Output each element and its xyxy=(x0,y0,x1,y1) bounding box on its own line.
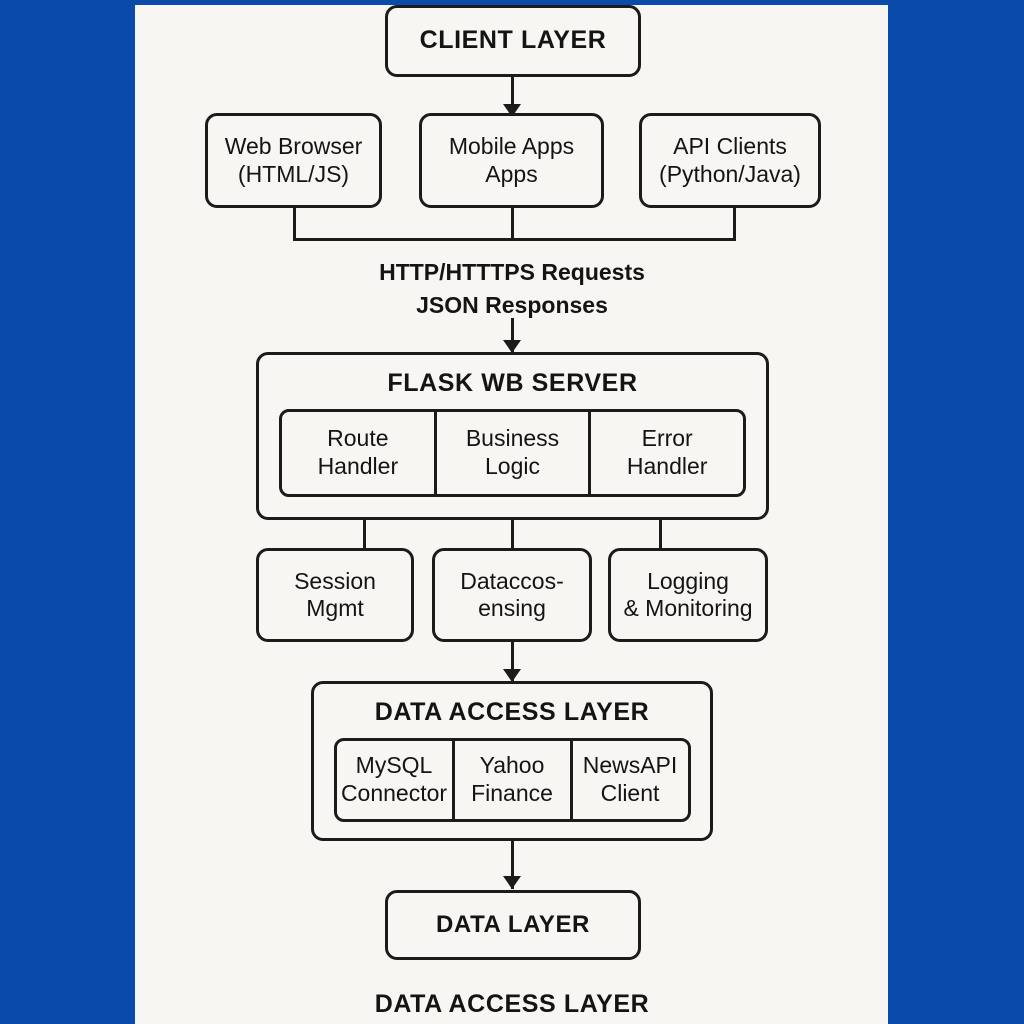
edge-client-to-mobile xyxy=(511,77,514,113)
client-box-mobile-apps-line1: Mobile Apps xyxy=(448,133,575,160)
service-box-logging-monitoring[interactable]: Logging & Monitoring xyxy=(608,548,768,642)
client-box-web-browser-line1: Web Browser xyxy=(224,133,363,160)
edge-client-bus xyxy=(293,238,736,241)
flask-component-route-handler[interactable]: Route Handler xyxy=(282,411,437,494)
flask-server-box[interactable]: FLASK WB SERVER Route Handler Business L… xyxy=(256,352,769,520)
edge-bus-to-flask xyxy=(511,318,514,352)
arrowhead-services-to-dal xyxy=(503,669,521,682)
edge-api-clients-drop xyxy=(733,208,736,241)
data-access-layer-connectors: MySQL Connector Yahoo Finance NewsAPI Cl… xyxy=(333,737,691,822)
data-access-layer-label: DATA ACCESS LAYER xyxy=(374,698,650,726)
client-box-api-clients-line2: (Python/Java) xyxy=(659,160,801,187)
flask-server-components: Route Handler Business Logic Error Handl… xyxy=(279,408,746,497)
dal-connector-newsapi[interactable]: NewsAPI Client xyxy=(573,741,688,819)
client-box-api-clients[interactable]: API Clients (Python/Java) xyxy=(639,113,821,208)
client-box-api-clients-line1: API Clients xyxy=(673,133,787,160)
flask-component-route-handler-line1: Route xyxy=(327,424,389,451)
service-box-session-mgmt-line1: Session xyxy=(294,567,376,594)
flask-server-label: FLASK WB SERVER xyxy=(387,369,638,397)
transport-label-line1: HTTP/HTTTPS Requests xyxy=(379,259,645,285)
edge-dal-to-data-layer xyxy=(511,841,514,889)
service-box-session-mgmt-line2: Mgmt xyxy=(306,595,364,621)
client-box-mobile-apps[interactable]: Mobile Apps Apps xyxy=(419,113,604,208)
footer-caption: DATA ACCESS LAYER xyxy=(374,990,650,1018)
service-box-dataccos-ensing[interactable]: Dataccos- ensing xyxy=(432,548,592,642)
client-box-mobile-apps-line2: Apps xyxy=(485,160,538,187)
data-layer-label: DATA LAYER xyxy=(435,910,590,938)
dal-connector-mysql-line1: MySQL xyxy=(355,751,433,778)
edge-flask-to-session xyxy=(363,520,366,548)
transport-label-line2: JSON Responses xyxy=(416,292,608,319)
edge-services-to-dal xyxy=(511,642,514,682)
edge-flask-to-dataccos xyxy=(511,520,514,548)
dal-connector-newsapi-line1: NewsAPI xyxy=(582,751,678,778)
flask-component-business-logic-line1: Business xyxy=(465,424,560,451)
transport-label: HTTP/HTTTPS Requests JSON Responses xyxy=(282,256,742,323)
service-box-logging-monitoring-line1: Logging xyxy=(647,567,729,594)
client-layer-label: CLIENT LAYER xyxy=(419,26,607,55)
client-layer-box[interactable]: CLIENT LAYER xyxy=(385,5,641,77)
client-box-web-browser[interactable]: Web Browser (HTML/JS) xyxy=(205,113,382,208)
diagram-canvas: CLIENT LAYER Web Browser (HTML/JS) Mobil… xyxy=(135,5,888,1024)
dal-connector-newsapi-line2: Client xyxy=(600,779,660,806)
flask-component-error-handler-line2: Handler xyxy=(626,452,708,479)
data-access-layer-box[interactable]: DATA ACCESS LAYER MySQL Connector Yahoo … xyxy=(311,681,713,841)
service-box-logging-monitoring-line2: & Monitoring xyxy=(623,595,753,621)
dal-connector-yahoo-finance[interactable]: Yahoo Finance xyxy=(455,740,573,819)
arrowhead-bus-to-flask xyxy=(503,340,521,353)
client-box-web-browser-line2: (HTML/JS) xyxy=(237,160,350,187)
dal-connector-yahoo-finance-line2: Finance xyxy=(471,779,553,806)
data-layer-box[interactable]: DATA LAYER xyxy=(385,890,641,960)
service-box-dataccos-ensing-line2: ensing xyxy=(478,595,546,621)
diagram-layer: CLIENT LAYER Web Browser (HTML/JS) Mobil… xyxy=(135,5,888,1024)
dal-connector-mysql[interactable]: MySQL Connector xyxy=(337,740,455,819)
flask-component-error-handler[interactable]: Error Handler xyxy=(591,412,743,494)
edge-web-browser-drop xyxy=(293,208,296,241)
flask-component-business-logic[interactable]: Business Logic xyxy=(437,411,592,494)
flask-component-route-handler-line2: Handler xyxy=(317,452,399,479)
service-box-dataccos-ensing-line1: Dataccos- xyxy=(460,567,564,594)
flask-component-error-handler-line1: Error xyxy=(641,424,693,451)
flask-component-business-logic-line2: Logic xyxy=(485,452,540,479)
dal-connector-mysql-line2: Connector xyxy=(340,779,448,806)
edge-mobile-apps-drop xyxy=(511,208,514,241)
dal-connector-yahoo-finance-line1: Yahoo xyxy=(479,751,545,778)
service-box-session-mgmt[interactable]: Session Mgmt xyxy=(256,548,414,642)
edge-flask-to-logging xyxy=(659,520,662,548)
arrowhead-dal-to-data-layer xyxy=(503,876,521,889)
